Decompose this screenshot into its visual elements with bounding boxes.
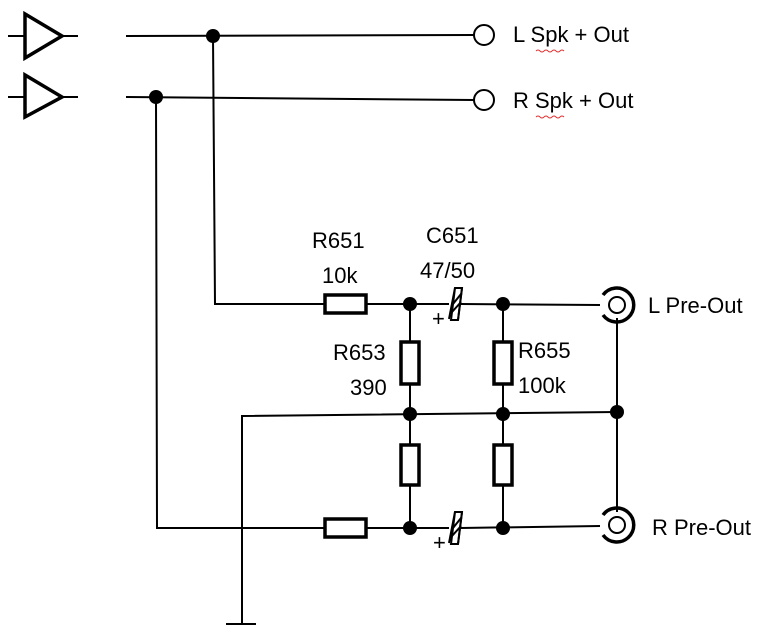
value-r651: 10k: [322, 263, 358, 288]
resistor-r655: [492, 340, 514, 386]
terminal-r-spk: [473, 89, 495, 111]
label-r655: R655: [518, 338, 571, 363]
label-l-spk-out: L Spk + Out: [513, 22, 629, 47]
label-r-pre-out: R Pre-Out: [652, 515, 751, 540]
resistor-r653: [399, 340, 421, 386]
junction-dots: [149, 29, 624, 535]
terminal-l-spk: [473, 24, 495, 46]
label-c651: C651: [426, 223, 479, 248]
resistor-r654: [399, 443, 421, 487]
amplifier-left: [8, 10, 78, 62]
label-r-spk-out: R Spk + Out: [513, 88, 633, 113]
jack-l-pre-out: [601, 286, 636, 324]
value-r655: 100k: [518, 373, 567, 398]
value-r653: 390: [350, 375, 387, 400]
label-r651: R651: [312, 228, 365, 253]
polarity-plus: +: [432, 306, 445, 331]
capacitor-c652: [448, 511, 464, 545]
resistors: [323, 293, 514, 539]
label-l-pre-out: L Pre-Out: [648, 293, 743, 318]
amplifier-right: [8, 71, 78, 120]
capacitor-c651: [448, 287, 464, 321]
wires: [125, 34, 618, 625]
resistor-r656: [492, 443, 514, 487]
value-c651: 47/50: [420, 258, 475, 283]
spellcheck-underline: [535, 49, 565, 53]
spellcheck-underline: [535, 115, 565, 119]
polarity-plus: +: [433, 530, 446, 555]
jack-r-pre-out: [601, 506, 636, 544]
resistor-r652: [323, 517, 368, 539]
resistor-r651: [323, 293, 368, 315]
label-r653: R653: [333, 340, 386, 365]
